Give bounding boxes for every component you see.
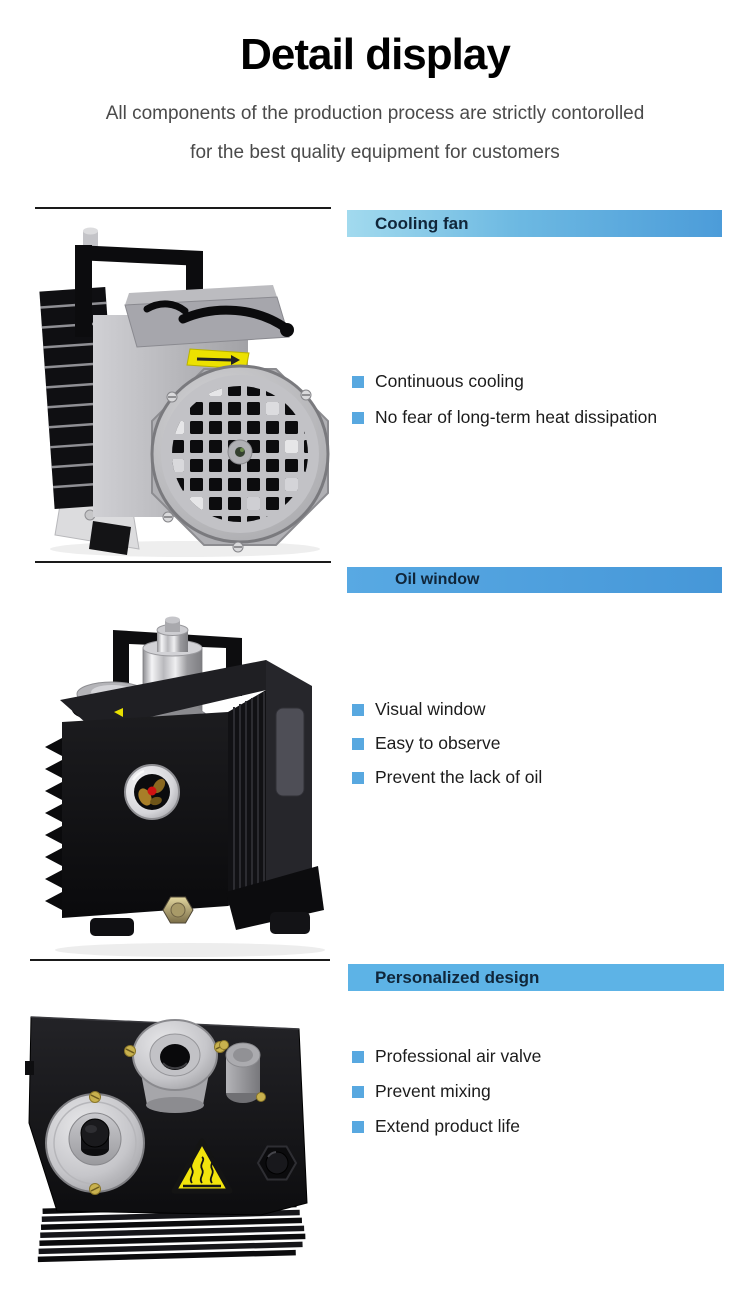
cooling-fan-bullet-list: Continuous cooling No fear of long-term …: [352, 371, 657, 443]
personalized-design-bullet-list: Professional air valve Prevent mixing Ex…: [352, 1046, 541, 1151]
list-item: Prevent the lack of oil: [352, 767, 542, 788]
list-item: Visual window: [352, 699, 542, 720]
bullet-square-icon: [352, 375, 364, 388]
bullet-square-icon: [352, 1085, 364, 1098]
bullet-square-icon: [352, 703, 364, 716]
bullet-label: Professional air valve: [375, 1046, 542, 1066]
vacuum-pump-cooling-fan-photo: [35, 207, 331, 563]
vacuum-pump-oil-window-photo: [30, 600, 330, 961]
cooling-fan-illustration: [39, 227, 330, 557]
list-item: Easy to observe: [352, 733, 542, 754]
section-header-cooling-fan: Cooling fan: [347, 210, 722, 237]
bullet-square-icon: [352, 771, 364, 784]
bullet-label: Prevent mixing: [375, 1081, 491, 1101]
bullet-square-icon: [352, 1050, 364, 1063]
list-item: Continuous cooling: [352, 371, 657, 392]
section-header-label: Personalized design: [375, 967, 540, 987]
bullet-label: Prevent the lack of oil: [375, 767, 543, 787]
bullet-square-icon: [352, 411, 364, 424]
list-item: Extend product life: [352, 1116, 541, 1137]
list-item: Professional air valve: [352, 1046, 541, 1067]
bullet-label: Visual window: [375, 699, 486, 719]
list-item: Prevent mixing: [352, 1081, 541, 1102]
page-title: Detail display: [240, 30, 511, 79]
bullet-label: No fear of long-term heat dissipation: [375, 407, 658, 427]
list-item: No fear of long-term heat dissipation: [352, 407, 657, 428]
personalized-design-illustration: [25, 1016, 308, 1263]
bullet-square-icon: [352, 1120, 364, 1133]
vacuum-pump-top-valves-photo: [25, 1005, 318, 1285]
page-subtitle-line-1: All components of the production process…: [105, 103, 645, 124]
bullet-label: Extend product life: [375, 1116, 520, 1136]
page-subtitle-line-2: for the best quality equipment for custo…: [190, 142, 560, 163]
section-header-oil-window: Oil window: [347, 567, 722, 593]
bullet-square-icon: [352, 737, 364, 750]
oil-window-illustration: [45, 616, 325, 957]
section-header-personalized-design: Personalized design: [348, 964, 724, 991]
bullet-label: Easy to observe: [375, 733, 501, 753]
section-header-label: Oil window: [395, 571, 480, 588]
bullet-label: Continuous cooling: [375, 371, 524, 391]
section-header-label: Cooling fan: [375, 213, 469, 233]
oil-window-bullet-list: Visual window Easy to observe Prevent th…: [352, 699, 542, 801]
